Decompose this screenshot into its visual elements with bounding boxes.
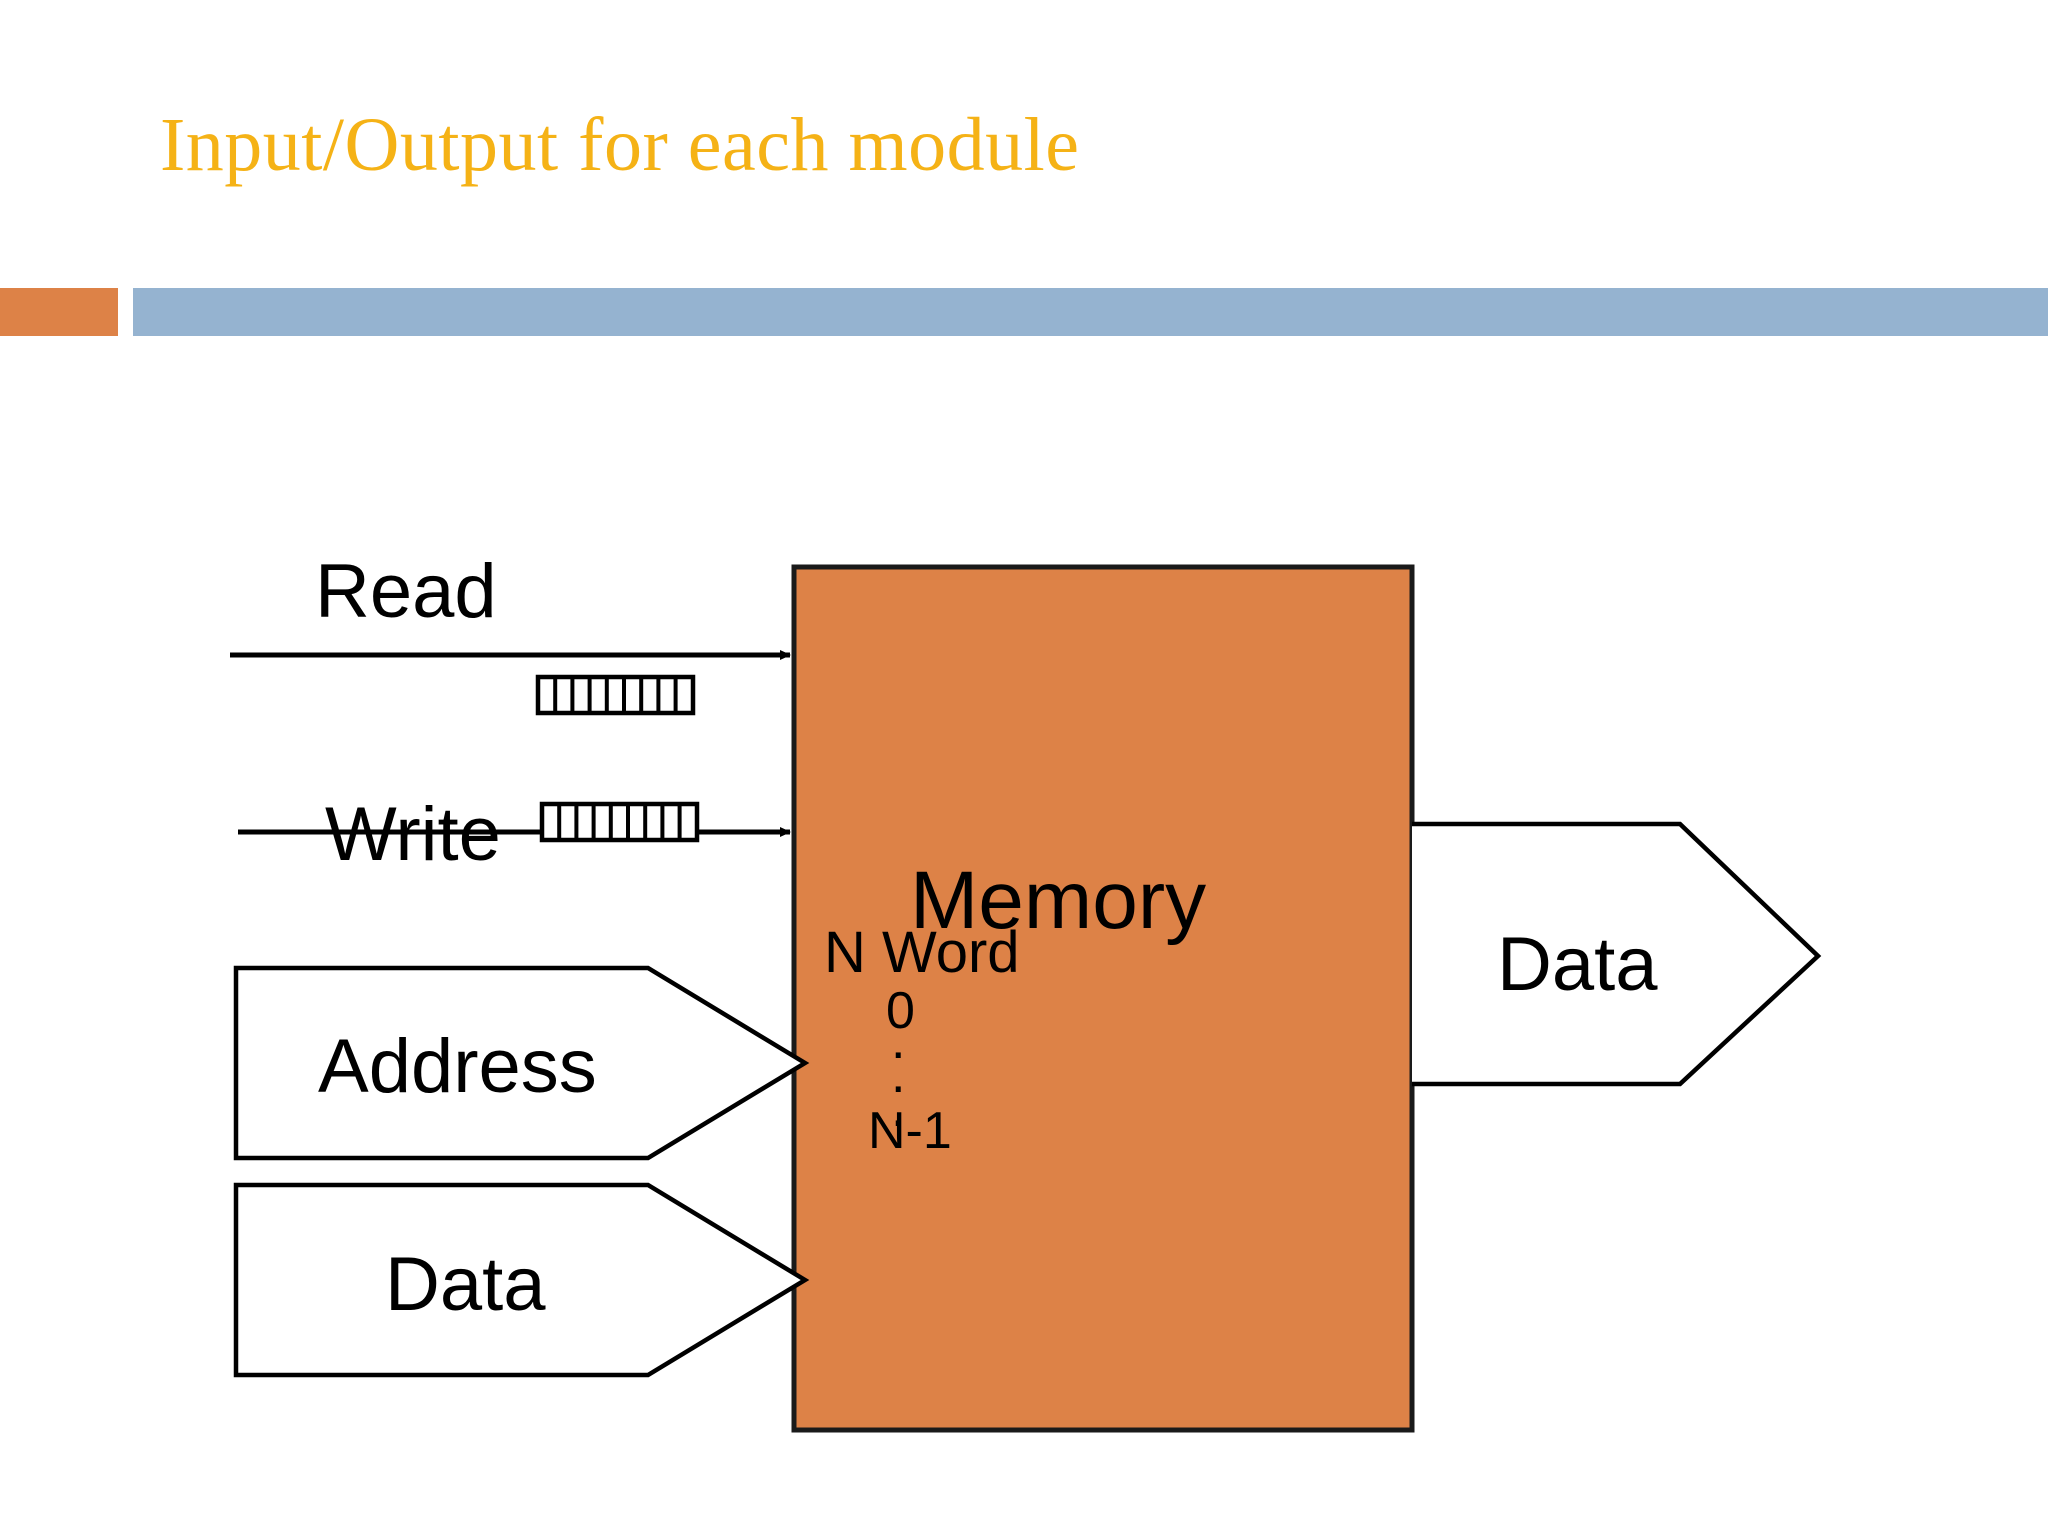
memory-ellipsis-dot-1: . <box>891 1012 905 1070</box>
input-write-label: Write <box>325 792 501 877</box>
output-data-label: Data <box>1497 922 1658 1007</box>
memory-first-address-label: 0 <box>886 982 915 1040</box>
header-divider <box>0 288 2048 336</box>
header-rule-bar <box>133 288 2048 336</box>
address-chevron-shape <box>233 965 810 1161</box>
input-read-label: Read <box>315 549 497 634</box>
header-accent-block <box>0 288 118 336</box>
output-data: Data <box>1412 821 1822 1087</box>
input-data: Data <box>233 1182 810 1378</box>
memory-capacity-label: N Word <box>824 920 1020 985</box>
input-write: Write <box>238 792 791 877</box>
memory-ellipsis-dot-3: . <box>891 1080 905 1138</box>
write-bus-marker <box>539 801 700 843</box>
memory-block-labels: Memory N Word 0 . . . N-1 <box>824 855 1206 1160</box>
input-read: Read <box>230 549 791 716</box>
memory-title-label: Memory <box>910 855 1206 946</box>
input-data-label: Data <box>385 1242 546 1327</box>
memory-ellipsis-dot-2: . <box>891 1046 905 1104</box>
page-title: Input/Output for each module <box>160 103 1080 187</box>
data-input-chevron-shape <box>233 1182 810 1378</box>
data-output-chevron-shape <box>1412 821 1822 1087</box>
read-bus-marker <box>535 674 696 716</box>
input-address-label: Address <box>318 1024 597 1109</box>
memory-last-address-label: N-1 <box>868 1102 952 1160</box>
input-address: Address <box>233 965 810 1161</box>
